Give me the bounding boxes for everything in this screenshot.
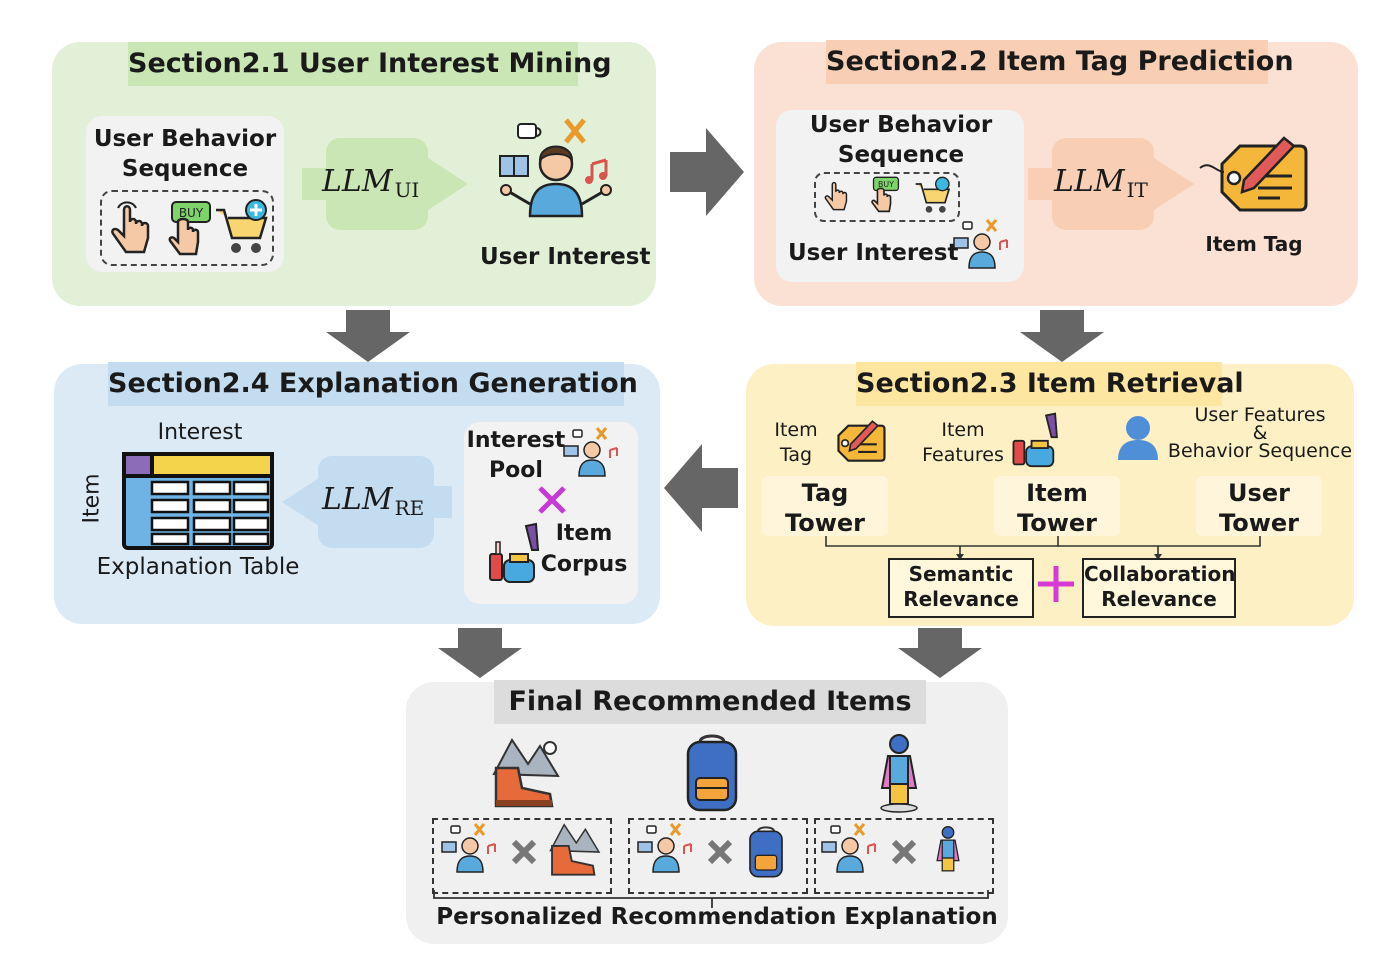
table-side-label: Item — [79, 473, 105, 524]
user-interest-person-icon-small — [953, 219, 1008, 269]
tag-tower: Tag Tower — [762, 476, 888, 537]
user-features-input-label: User Features & Behavior Sequence — [1167, 404, 1353, 462]
section22-title: Section2.2 Item Tag Prediction — [826, 40, 1294, 84]
behavior-label-s22: User Behavior Sequence — [809, 112, 993, 168]
personalized-explanation-caption: Personalized Recommendation Explanation — [436, 904, 998, 930]
user-interest-label-s22: User Interest — [788, 240, 959, 266]
pair3-person-icon — [821, 823, 876, 873]
item-tag-label: Item Tag — [1205, 232, 1303, 256]
llm-ui-arrow — [302, 138, 468, 230]
item-corpus-label: Item Corpus — [540, 521, 628, 577]
shopping-cart-icon — [216, 199, 268, 253]
user-interest-person-icon — [499, 118, 612, 218]
arrow-down-right — [1020, 310, 1104, 362]
arrow-down-bottom-left — [438, 628, 522, 678]
llm-it-sub: IT — [1126, 178, 1148, 202]
cross-icon-purple — [538, 486, 566, 514]
user-interest-label-s21: User Interest — [480, 244, 651, 270]
tower-connectors — [825, 536, 1261, 560]
item-features-input-label: Item Features — [922, 419, 1004, 466]
arrow-down-bottom-right — [898, 628, 982, 678]
buy-text-small: BUY — [878, 180, 894, 189]
arrow-down-left — [326, 310, 410, 362]
llm-it-arrow — [1028, 138, 1194, 230]
tap-hand-icon-small — [824, 181, 848, 211]
llm-ui-sub: UI — [394, 178, 420, 202]
semantic-relevance-box: Semantic Relevance — [888, 558, 1034, 618]
pair2-person-icon — [637, 823, 692, 873]
table-top-label: Interest — [157, 420, 243, 445]
user-tower: User Tower — [1196, 476, 1322, 537]
item-tag-input-label: Item Tag — [774, 419, 818, 466]
backpack-icon — [686, 734, 738, 812]
panel-final-recommended — [406, 682, 1008, 944]
arrow-left-middle — [664, 444, 738, 532]
arrow-right-top — [670, 128, 744, 216]
pair1-cross-icon — [511, 839, 537, 865]
llm-re-arrow — [282, 456, 452, 548]
hiking-boots-icon — [492, 738, 560, 808]
pair2-cross-icon — [707, 839, 733, 865]
pair1-person-icon — [441, 823, 496, 873]
final-title: Final Recommended Items — [494, 680, 926, 724]
pair3-hero-icon — [936, 826, 960, 872]
shopping-cart-icon-small — [915, 176, 951, 213]
buy-button-icon: BUY — [168, 201, 211, 256]
llm-re-text: LLM — [322, 482, 393, 517]
explanation-pair-1 — [432, 818, 612, 894]
pair3-cross-icon — [891, 839, 917, 865]
behavior-icons-s22 — [814, 172, 960, 222]
item-tower: Item Tower — [994, 476, 1120, 537]
pair2-backpack-icon — [749, 826, 783, 878]
superhero-figure-icon — [880, 734, 918, 813]
tap-hand-icon — [111, 201, 150, 254]
explanation-table-icon — [122, 452, 274, 550]
llm-ui-text: LLM — [322, 164, 393, 199]
behavior-label-s21: User Behavior Sequence — [93, 126, 277, 182]
collaboration-relevance-box: Collaboration Relevance — [1082, 558, 1236, 618]
llm-re-sub: RE — [394, 496, 425, 520]
pair1-boots-icon — [549, 823, 601, 876]
buy-button-icon-small: BUY — [871, 176, 900, 213]
section21-title: Section2.1 User Interest Mining — [128, 42, 612, 86]
section23-title: Section2.3 Item Retrieval — [856, 362, 1244, 406]
behavior-icons-s21 — [100, 190, 274, 266]
plus-icon-magenta — [1038, 566, 1074, 602]
explanation-bracket — [433, 890, 989, 908]
explanation-pair-2 — [628, 818, 808, 894]
item-tag-icon — [1199, 136, 1308, 212]
interest-pool-person-icon — [563, 427, 618, 477]
item-tag-small-icon — [837, 420, 886, 462]
section24-title: Section2.4 Explanation Generation — [108, 362, 638, 406]
interest-pool-label: Interest Pool — [466, 428, 566, 483]
buy-text: BUY — [179, 206, 204, 220]
explanation-table-label: Explanation Table — [96, 554, 300, 580]
llm-it-text: LLM — [1054, 164, 1125, 199]
item-corpus-icon — [489, 522, 540, 583]
user-profile-icon — [1118, 416, 1158, 460]
item-features-icon — [1012, 412, 1058, 468]
explanation-pair-3 — [814, 818, 994, 894]
